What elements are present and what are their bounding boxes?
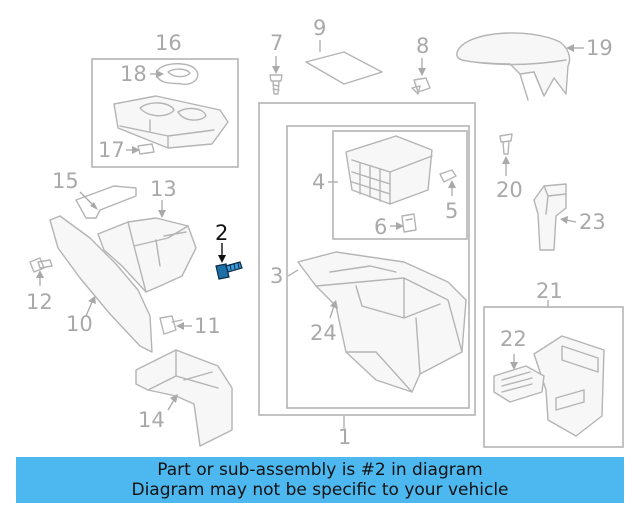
vent-22 bbox=[493, 365, 545, 403]
callout-7: 7 bbox=[270, 31, 283, 55]
console-body-24-detail bbox=[315, 265, 463, 393]
mat-9 bbox=[305, 51, 383, 85]
rear-vent-panel-21-detail bbox=[555, 345, 599, 411]
clip-8 bbox=[411, 77, 431, 95]
rear-vent-panel-21 bbox=[533, 335, 605, 437]
armrest-19-edge bbox=[461, 59, 567, 101]
callout-3: 3 bbox=[270, 264, 283, 288]
callout-21: 21 bbox=[536, 279, 563, 303]
callout-10: 10 bbox=[66, 312, 93, 336]
callout-8: 8 bbox=[416, 34, 429, 58]
cupholder-trim-detail bbox=[119, 102, 215, 149]
callout-9: 9 bbox=[313, 16, 326, 40]
group-box-16 bbox=[91, 58, 239, 168]
clip-6 bbox=[401, 213, 417, 233]
callout-4: 4 bbox=[312, 170, 325, 194]
storage-bin-4-grid bbox=[351, 155, 433, 205]
group-box-3 bbox=[286, 125, 470, 409]
callout-23: 23 bbox=[579, 210, 606, 234]
vent-duct-23-detail bbox=[543, 185, 567, 215]
callout-18: 18 bbox=[120, 62, 147, 86]
clip-11 bbox=[159, 315, 183, 335]
callout-22: 22 bbox=[500, 327, 527, 351]
bracket-13-detail bbox=[127, 221, 189, 293]
vent-duct-23 bbox=[533, 183, 567, 251]
callout-1: 1 bbox=[338, 425, 351, 449]
cupholder-mat-18 bbox=[155, 63, 199, 85]
lower-cover-14-detail bbox=[147, 349, 219, 391]
callout-11: 11 bbox=[194, 314, 221, 338]
clip-5 bbox=[439, 169, 457, 183]
callout-20: 20 bbox=[496, 178, 523, 202]
group-box-4 bbox=[332, 130, 468, 240]
callout-14: 14 bbox=[138, 408, 165, 432]
screw-20 bbox=[499, 133, 513, 155]
callout-24: 24 bbox=[310, 321, 337, 345]
bolt-2 bbox=[215, 261, 243, 280]
callout-6: 6 bbox=[374, 215, 387, 239]
callout-15: 15 bbox=[52, 169, 79, 193]
bracket-15 bbox=[75, 185, 137, 219]
cupholder-trim-17 bbox=[113, 95, 229, 149]
callout-19: 19 bbox=[586, 36, 613, 60]
group-box-21 bbox=[483, 306, 624, 448]
callout-16: 16 bbox=[155, 31, 182, 55]
callout-5: 5 bbox=[445, 199, 458, 223]
callout-13: 13 bbox=[150, 177, 177, 201]
leader-lines bbox=[36, 40, 584, 428]
clip-17 bbox=[137, 143, 155, 155]
vent-22-detail bbox=[501, 371, 533, 393]
callout-12: 12 bbox=[26, 290, 53, 314]
side-panel-10 bbox=[49, 215, 153, 353]
banner-line-2: Diagram may not be specific to your vehi… bbox=[131, 480, 509, 500]
group-box-1 bbox=[258, 102, 476, 416]
callout-17: 17 bbox=[98, 138, 125, 162]
banner-line-1: Part or sub-assembly is #2 in diagram bbox=[157, 460, 483, 480]
lower-cover-14 bbox=[135, 349, 233, 447]
screw-7 bbox=[269, 74, 283, 95]
info-banner: Part or sub-assembly is #2 in diagram Di… bbox=[16, 457, 624, 503]
screw-12 bbox=[29, 257, 53, 273]
callout-2-highlighted: 2 bbox=[215, 221, 228, 245]
